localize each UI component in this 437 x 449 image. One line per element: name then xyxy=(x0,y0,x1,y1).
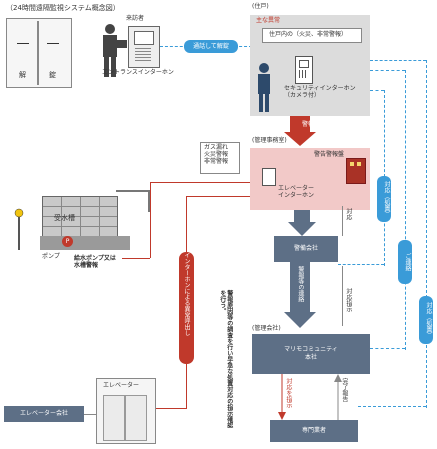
abnormal-detail: 住戸内の（火災、非常警報） xyxy=(269,31,348,38)
elevator-company-box: エレベーター会社 xyxy=(4,406,84,422)
marimo-label: マリモコミュニティ 本社 xyxy=(284,346,338,361)
pump-base xyxy=(40,236,130,250)
visitor-label: 来訪者 xyxy=(126,15,145,22)
abnormal-title: 主な異常 xyxy=(256,17,281,24)
dash-mid-2 xyxy=(370,348,405,349)
response-left-line xyxy=(342,206,343,236)
response-pill-2: 対応（処置） xyxy=(419,296,433,344)
security-intercom-device xyxy=(295,56,313,84)
abnormal-call-line-top xyxy=(186,196,250,197)
water-alarm-text: 給水ポンプ又は 水槽警報 xyxy=(74,255,116,269)
alarm-panel-device xyxy=(346,158,366,184)
alarm-panel-label: 警告警報盤 xyxy=(314,151,345,158)
response-instruction-label: 対応指示 xyxy=(344,288,352,312)
tank-pipe xyxy=(116,190,150,212)
pump-circle: P xyxy=(62,236,73,247)
call-unlock-pill: 通話して解錠 xyxy=(184,40,238,53)
door-label-right: 錠 xyxy=(49,71,56,79)
alarm-contact-label: 警報等の連絡 xyxy=(296,266,304,302)
abnormal-call-pill: インターホンによる異常呼出し xyxy=(179,252,194,364)
elevator-intercom-label: エレベーター インターホン xyxy=(278,185,315,199)
response-instruction-line xyxy=(342,266,343,326)
alarm-contact-arrow-icon xyxy=(284,262,316,328)
response-pill-1: 対応（処置） xyxy=(377,176,391,222)
response-request-arrow-icon xyxy=(278,374,286,420)
company-instructions: 警報原因等の調査を行い早急な処置対応の指示確認を行う。 xyxy=(218,290,233,428)
completion-report-arrow-icon xyxy=(334,374,342,420)
dash-top-1 xyxy=(370,70,405,71)
elevator-company-line xyxy=(84,414,96,415)
arrow-to-security-icon xyxy=(288,210,316,236)
entrance-intercom-panel xyxy=(128,26,160,68)
sensor-pole-icon xyxy=(14,208,24,250)
company-header: (管理会社) xyxy=(252,325,281,332)
marimo-box: マリモコミュニティ 本社 xyxy=(252,334,370,374)
security-intercom-label: セキュリティインターホン （カメラ付） xyxy=(284,85,356,99)
contact-pill: ご連絡 xyxy=(398,240,412,284)
specialist-label: 専門業者 xyxy=(301,427,326,434)
water-tank xyxy=(42,196,118,238)
dash-bot-3 xyxy=(358,406,426,407)
diagram-title: （24時間遠隔監視システム概念図） xyxy=(6,4,120,12)
dash-top-3 xyxy=(370,60,426,61)
water-tank-label: 受水槽 xyxy=(54,214,75,222)
alarm-arrow-label: 警報 xyxy=(302,121,315,128)
completion-report-label: 完了報告 xyxy=(340,378,348,402)
alarms-note-box: ガス漏れ 火災警報 非常警報 xyxy=(200,142,240,174)
water-alarm-line-foot xyxy=(122,258,150,259)
management-room-header: (管理事務室) xyxy=(252,137,287,144)
alarm-down-arrow-icon xyxy=(284,116,316,146)
abnormal-detail-box: 住戸内の（火災、非常警報） xyxy=(262,28,362,43)
elevator-label: エレベーター xyxy=(103,382,140,389)
management-intercom-device xyxy=(262,168,276,186)
dash-top-2 xyxy=(370,90,384,91)
security-company-label: 警備会社 xyxy=(293,245,318,252)
water-alarm-line-h xyxy=(150,182,250,183)
pump-label: ポンプ xyxy=(42,253,60,260)
dash-line-3 xyxy=(426,60,427,408)
residence-header: (住戸) xyxy=(252,3,269,10)
water-alarm-line-v xyxy=(150,182,151,258)
alarms-note: ガス漏れ 火災警報 非常警報 xyxy=(204,144,229,165)
entrance-intercom-label: エントランスインターホン xyxy=(102,69,174,76)
elevator-company-label: エレベーター会社 xyxy=(19,410,68,417)
entrance-door: 解 錠 xyxy=(6,18,72,88)
abnormal-call-line-bot xyxy=(154,408,187,409)
response-left-label: 対応 xyxy=(344,208,352,220)
door-label-left: 解 xyxy=(19,71,26,79)
dash-mid-1 xyxy=(338,264,384,265)
pump-symbol: P xyxy=(65,238,70,245)
specialist-box: 専門業者 xyxy=(270,420,358,442)
dash-line-2 xyxy=(405,70,406,350)
security-company-box: 警備会社 xyxy=(274,236,338,262)
visitor-person-icon xyxy=(103,24,127,77)
elevator-box: エレベーター xyxy=(96,378,156,444)
response-request-label: 対応を指示 xyxy=(284,378,292,408)
resident-person-icon xyxy=(258,63,270,112)
